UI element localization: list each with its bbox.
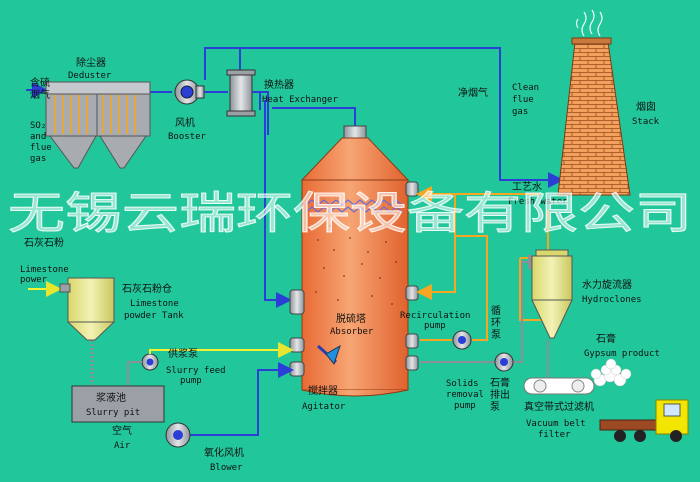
vacuum-filter-label-en-2: filter [538,430,571,440]
tank-label-en-2: powder Tank [124,311,184,321]
deduster-label-en: Deduster [68,71,112,81]
flue-inlet-label-en-1: SO₂ [30,121,46,131]
fresh-water-label-en: Fresh water [508,197,568,207]
booster-label-cn: 风机 [175,116,195,129]
flue-inlet-label-cn-1: 含硫 [30,76,50,89]
clean-gas-label-en-3: gas [512,107,528,117]
flue-gas-lines [26,47,564,308]
slurry-feed-pump [127,349,160,385]
slurry-pit-label-en: Slurry pit [86,408,140,418]
blower-label-en: Blower [210,463,243,473]
company-watermark: 无锡云瑞环保设备有限公司 [8,188,692,239]
flue-inlet-label-en-2: and [30,132,46,142]
slurry-pit [71,385,165,423]
flue-inlet-label-en-4: gas [30,154,46,164]
booster-fan [174,79,205,105]
clean-gas-label-en-1: Clean [512,83,539,93]
solids-pump-label-cn-3: 泵 [490,401,500,413]
agitator-label-en: Agitator [302,402,346,412]
recirculation-pump [452,330,472,350]
vacuum-filter-label-en-1: Vacuum belt [526,419,586,429]
recirc-pump-label-cn-1: 循 [491,304,501,317]
recirc-pump-label-en-2: pump [424,321,446,331]
hydroclones-label-en: Hydroclones [582,295,642,305]
hydroclones-label-cn: 水力旋流器 [582,278,632,291]
limestone-label-en-1: Limestone [20,265,69,275]
feed-pump-label-en-1: Slurry feed [166,366,226,376]
vacuum-filter-label-cn: 真空带式过滤机 [524,400,594,413]
absorber-label-en: Absorber [330,327,374,337]
solids-pump-label-en-3: pump [454,401,476,411]
slurry-lines [90,254,549,385]
tank-label-cn: 石灰石粉仓 [122,282,172,295]
gypsum-pile [590,358,632,387]
recirc-pump-label-en-1: Recirculation [400,311,470,321]
solids-pump-label-cn-2: 排出 [490,388,510,401]
deduster-label-cn: 除尘器 [76,56,106,69]
fresh-water-label-cn: 工艺水 [512,181,542,193]
deduster [45,81,151,169]
air-label-en: Air [114,441,131,451]
flue-inlet-label-en-3: flue [30,143,52,153]
stack [557,9,631,196]
gypsum-label-cn: 石膏 [596,332,616,345]
limestone-powder-tank [59,277,116,341]
truck [599,399,689,442]
solids-pump-label-cn-1: 石膏 [490,376,510,389]
heat-exchanger [226,69,256,117]
recirc-pump-label-cn-2: 环 [491,318,501,329]
oxidation-blower [165,422,191,448]
gypsum-label-en: Gypsum product [584,349,660,359]
blower-label-cn: 氧化风机 [204,446,244,459]
limestone-label-cn: 石灰石粉 [24,236,64,249]
tank-label-en-1: Limestone [130,299,179,309]
feed-pump-label-en-2: pump [180,376,202,386]
stack-label-en: Stack [632,117,660,127]
slurry-pit-label-cn: 浆液池 [96,391,126,404]
air-line [190,362,294,436]
slurry-feed-line [28,281,294,358]
vacuum-belt-filter [523,377,595,395]
agitator-label-cn: 搅拌器 [308,384,338,397]
feed-pump-label-cn: 供浆泵 [168,347,198,360]
limestone-label-en-2: power [20,275,48,285]
clean-gas-label-cn: 净烟气 [458,86,488,99]
booster-label-en: Booster [168,132,207,142]
recirc-pump-label-cn-3: 泵 [491,329,501,341]
absorber-label-cn: 脱硫塔 [336,312,366,325]
solids-pump-label-en-2: removal [446,390,484,400]
hydroclones [531,249,573,339]
heat-exchanger-label-en: Heat Exchanger [262,95,338,105]
solids-removal-pump [494,352,514,372]
stack-label-cn: 烟囱 [636,100,656,113]
solids-pump-label-en-1: Solids [446,379,479,389]
heat-exchanger-label-cn: 换热器 [264,78,294,91]
air-label-cn: 空气 [112,424,132,437]
clean-gas-label-en-2: flue [512,95,534,105]
absorber-tower [289,125,419,397]
flue-inlet-label-cn-2: 烟气 [30,88,50,101]
